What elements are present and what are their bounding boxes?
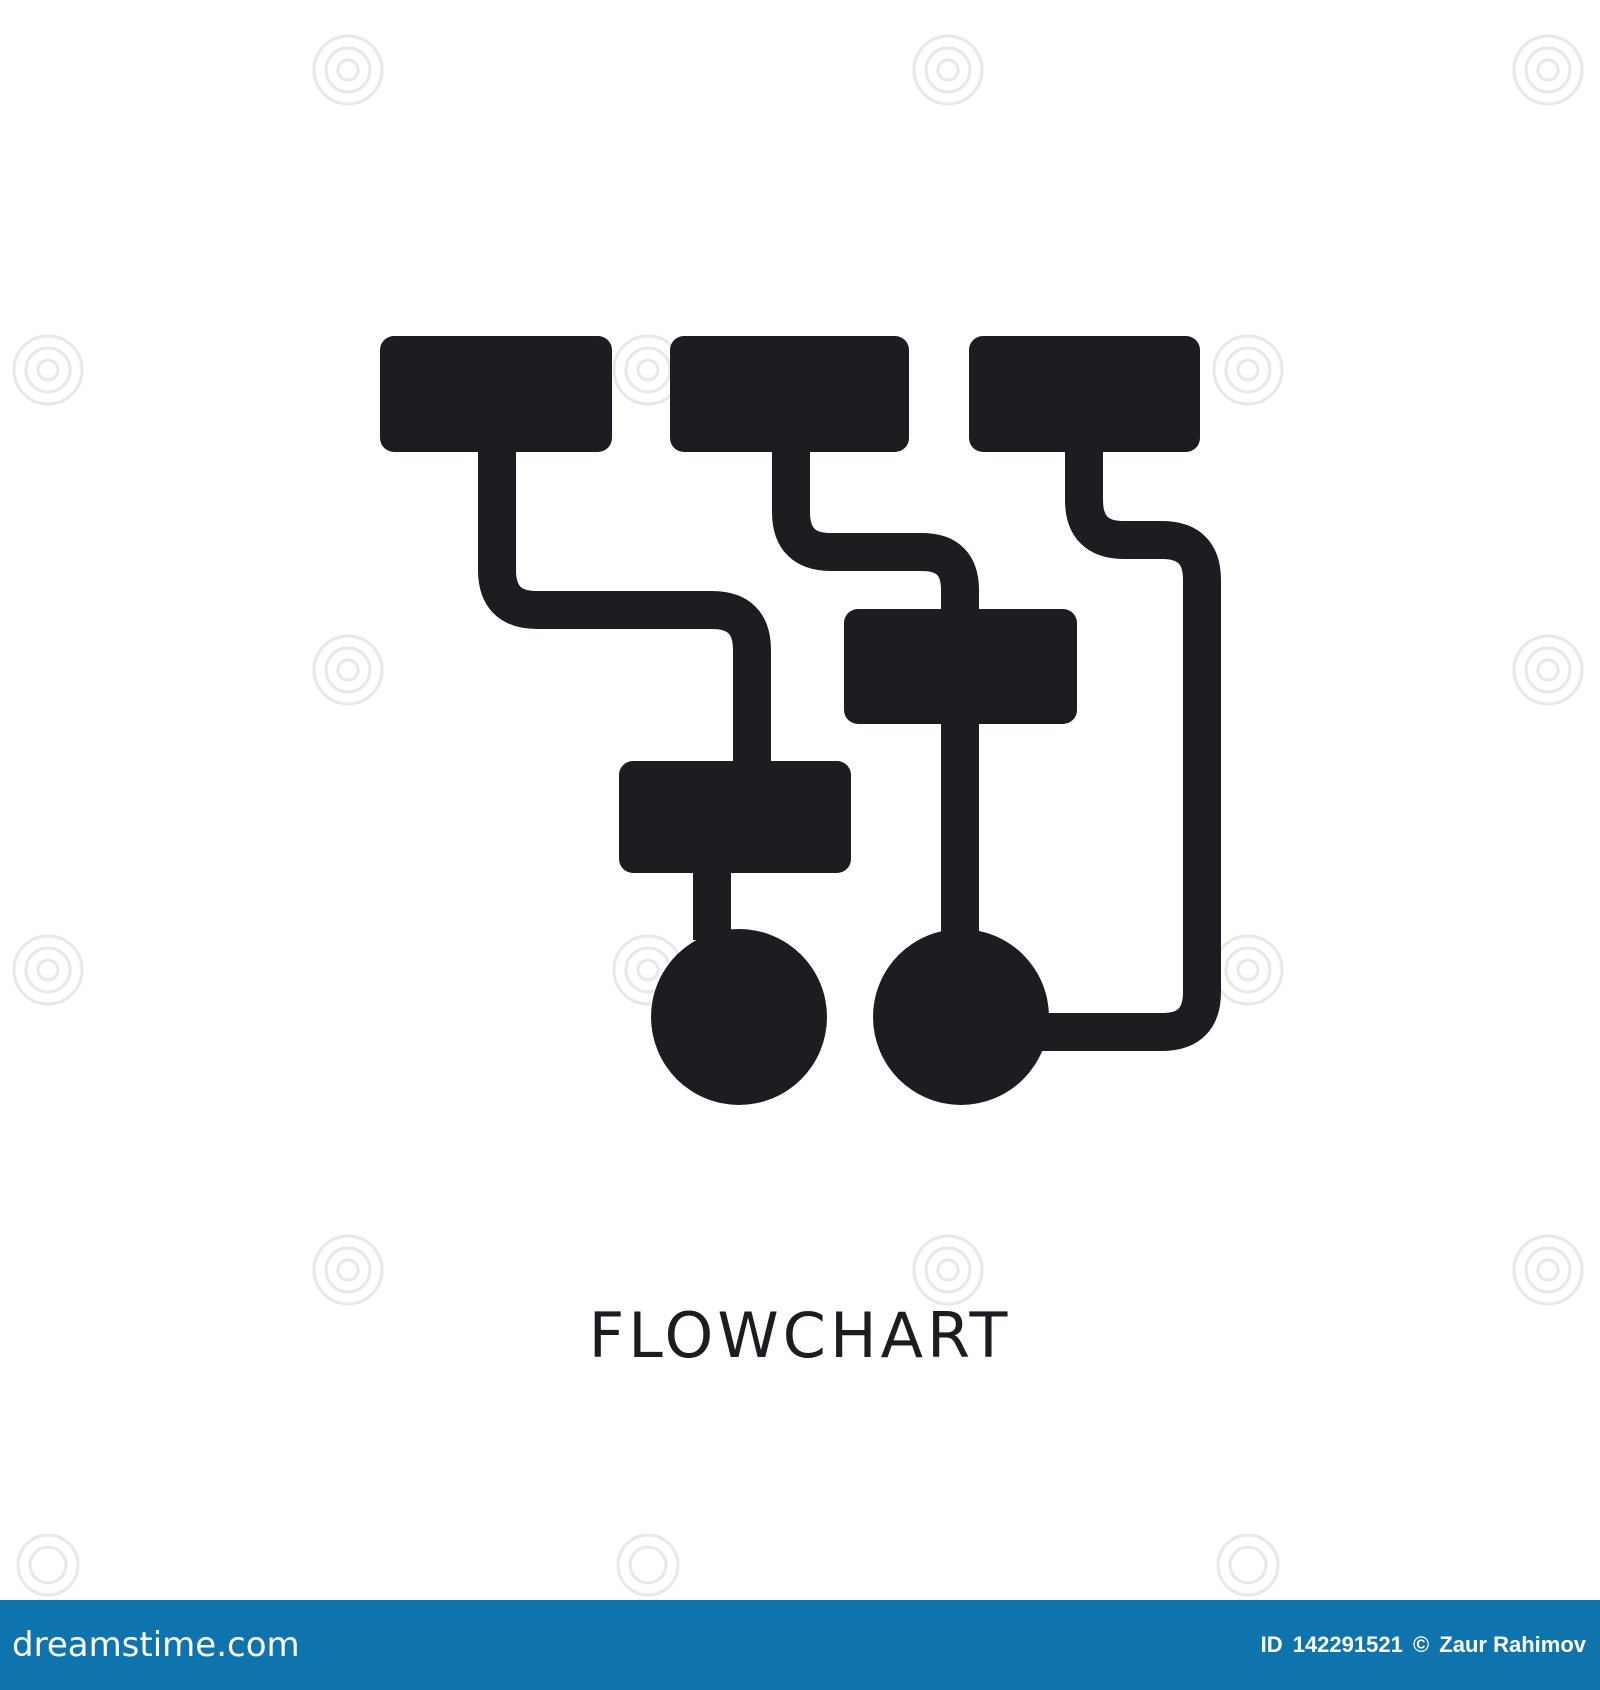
author-name: Zaur Rahimov (1439, 1632, 1586, 1657)
connector-line (772, 440, 979, 620)
id-label: ID (1260, 1632, 1283, 1657)
footer-brand: dreamstime.com (12, 1625, 300, 1665)
copyright-symbol: © (1412, 1632, 1430, 1657)
process-box (844, 609, 1077, 724)
connector-line (1040, 440, 1221, 1051)
process-box (670, 336, 909, 452)
terminal-node (651, 929, 827, 1105)
icon-title: FLOWCHART (588, 1299, 1012, 1372)
flowchart-icon (380, 336, 1221, 1105)
process-box (969, 336, 1200, 452)
footer-credit: ID 142291521 © Zaur Rahimov (1257, 1600, 1586, 1690)
process-box (380, 336, 612, 452)
footer-bar: dreamstime.com ID 142291521 © Zaur Rahim… (0, 1600, 1600, 1690)
connector-line (478, 440, 771, 770)
id-value: 142291521 (1292, 1632, 1403, 1657)
process-box (619, 761, 851, 873)
terminal-node (873, 929, 1049, 1105)
